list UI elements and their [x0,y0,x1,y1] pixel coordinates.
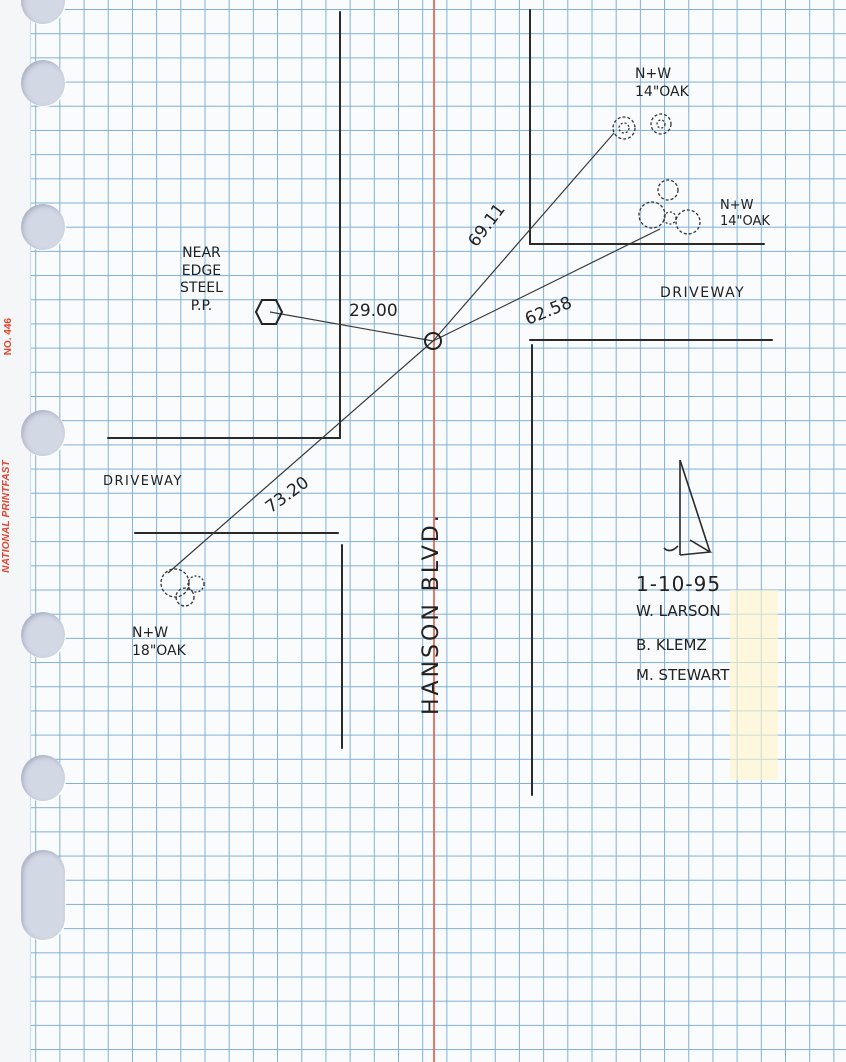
tie-line-ne-oak [432,132,615,342]
pole-label: NEAR EDGE STEEL P.P. [180,245,223,314]
highlighter-mark [730,590,778,780]
punch-hole [21,755,65,801]
punch-hole [21,60,65,106]
tie-line-pole [269,311,434,342]
punch-hole [21,850,65,940]
oak-tree-icon [638,179,701,235]
crew-member: W. LARSON [636,602,721,620]
punch-hole [21,410,65,456]
steel-power-pole-icon [254,299,284,325]
tie-line-sw-oak [167,340,434,574]
road-centerline [433,0,435,1062]
oak-tree-icon [160,568,205,607]
e-oak-label: N+W 14"OAK [720,198,770,230]
road-label: HANSON BLVD. [419,512,444,715]
ne-oak-label: N+W 14"OAK [635,66,689,100]
east-driveway-label: DRIVEWAY [660,285,746,301]
sw-oak-label: N+W 18"OAK [132,625,186,659]
tie-line-e-oak [432,228,661,342]
punch-hole [21,612,65,658]
survey-date: 1-10-95 [636,572,722,596]
reference-point [424,332,442,350]
distance-label-pole: 29.00 [349,301,398,321]
oak-tree-icon [612,113,672,140]
west-driveway-label: DRIVEWAY [103,474,183,489]
crew-member: B. KLEMZ [636,636,707,654]
punch-hole [21,204,65,250]
crew-member: M. STEWART [636,666,730,684]
north-arrow-icon [663,459,713,556]
